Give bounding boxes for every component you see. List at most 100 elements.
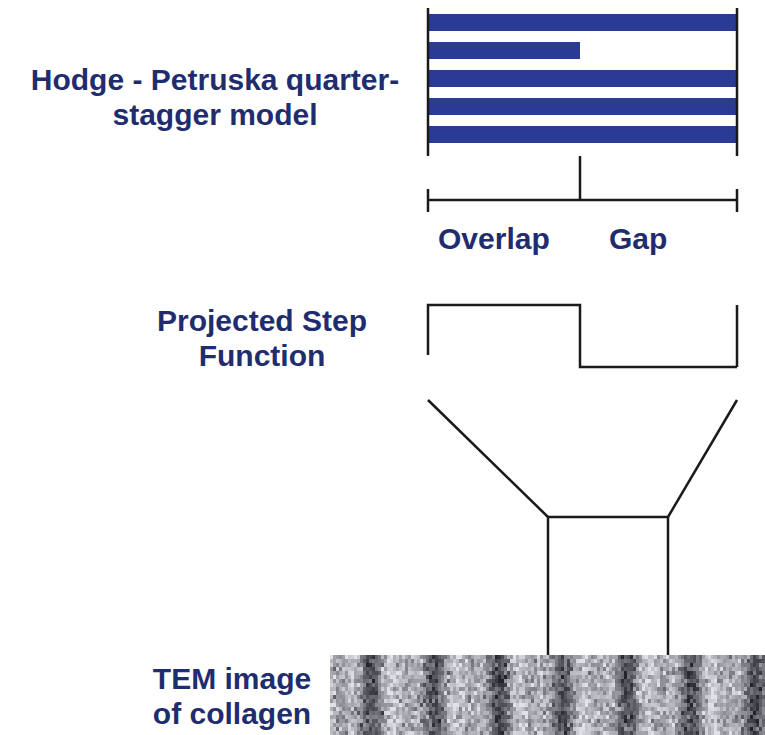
tem-pixel xyxy=(576,691,579,695)
tem-pixel xyxy=(540,719,543,723)
tem-pixel xyxy=(570,655,573,659)
tem-pixel xyxy=(594,703,597,707)
tem-pixel xyxy=(495,711,498,715)
tem-pixel xyxy=(522,719,525,723)
tem-pixel xyxy=(507,691,510,695)
tem-pixel xyxy=(360,663,363,667)
tem-pixel xyxy=(462,715,465,719)
tem-pixel xyxy=(549,699,552,703)
tem-pixel xyxy=(504,667,507,671)
tem-pixel xyxy=(612,667,615,671)
tem-pixel xyxy=(357,675,360,679)
tem-pixel xyxy=(576,711,579,715)
tem-pixel xyxy=(459,659,462,663)
tem-pixel xyxy=(354,679,357,683)
tem-pixel xyxy=(336,711,339,715)
tem-pixel xyxy=(555,695,558,699)
tem-pixel xyxy=(423,703,426,707)
tem-pixel xyxy=(528,731,531,735)
tem-pixel xyxy=(342,703,345,707)
tem-pixel xyxy=(336,683,339,687)
tem-pixel xyxy=(501,719,504,723)
tem-pixel xyxy=(480,691,483,695)
tem-pixel xyxy=(450,723,453,727)
tem-pixel xyxy=(588,727,591,731)
tem-pixel xyxy=(411,703,414,707)
tem-pixel xyxy=(486,675,489,679)
tem-pixel xyxy=(390,667,393,671)
tem-pixel xyxy=(495,683,498,687)
tem-pixel xyxy=(477,687,480,691)
tem-pixel xyxy=(468,663,471,667)
tem-pixel xyxy=(354,703,357,707)
tem-pixel xyxy=(423,731,426,735)
tem-pixel xyxy=(420,655,423,659)
tem-pixel xyxy=(621,691,624,695)
tem-pixel xyxy=(423,711,426,715)
tem-pixel xyxy=(615,703,618,707)
tem-pixel xyxy=(480,659,483,663)
tem-pixel xyxy=(576,655,579,659)
tem-pixel xyxy=(561,723,564,727)
tem-pixel xyxy=(465,699,468,703)
tem-pixel xyxy=(414,719,417,723)
tem-pixel xyxy=(516,671,519,675)
tem-pixel xyxy=(525,655,528,659)
tem-pixel xyxy=(492,727,495,731)
tem-pixel xyxy=(483,655,486,659)
tem-pixel xyxy=(519,671,522,675)
tem-pixel xyxy=(366,727,369,731)
tem-pixel xyxy=(522,679,525,683)
tem-pixel xyxy=(588,659,591,663)
tem-pixel xyxy=(477,731,480,735)
tem-pixel xyxy=(621,731,624,735)
tem-pixel xyxy=(510,679,513,683)
tem-pixel xyxy=(594,687,597,691)
tem-pixel xyxy=(543,719,546,723)
tem-pixel xyxy=(474,703,477,707)
tem-pixel xyxy=(501,731,504,735)
tem-pixel xyxy=(375,667,378,671)
tem-pixel xyxy=(450,727,453,731)
tem-pixel xyxy=(573,703,576,707)
tem-pixel xyxy=(618,683,621,687)
tem-pixel xyxy=(606,715,609,719)
tem-pixel xyxy=(384,683,387,687)
tem-pixel xyxy=(375,679,378,683)
tem-pixel xyxy=(552,683,555,687)
tem-pixel xyxy=(537,671,540,675)
tem-pixel xyxy=(507,671,510,675)
tem-pixel xyxy=(480,667,483,671)
tem-pixel xyxy=(468,683,471,687)
tem-pixel xyxy=(384,667,387,671)
tem-pixel xyxy=(330,691,333,695)
tem-pixel xyxy=(330,675,333,679)
tem-pixel xyxy=(372,671,375,675)
tem-pixel xyxy=(591,707,594,711)
tem-pixel xyxy=(513,715,516,719)
tem-pixel xyxy=(507,667,510,671)
tem-pixel xyxy=(345,727,348,731)
tem-pixel xyxy=(414,699,417,703)
tem-pixel xyxy=(474,675,477,679)
tem-pixel xyxy=(597,691,600,695)
tem-pixel xyxy=(363,707,366,711)
tem-pixel xyxy=(576,687,579,691)
tem-pixel xyxy=(414,715,417,719)
tem-pixel xyxy=(375,655,378,659)
tem-pixel xyxy=(618,719,621,723)
tem-pixel xyxy=(618,727,621,731)
tem-pixel xyxy=(516,711,519,715)
tem-pixel xyxy=(393,675,396,679)
tem-pixel xyxy=(450,659,453,663)
tem-pixel xyxy=(624,655,627,659)
tem-pixel xyxy=(510,719,513,723)
tem-pixel xyxy=(540,655,543,659)
tem-pixel xyxy=(552,655,555,659)
tem-pixel xyxy=(441,695,444,699)
tem-pixel xyxy=(519,691,522,695)
tem-pixel xyxy=(468,675,471,679)
tem-pixel xyxy=(471,731,474,735)
tem-pixel xyxy=(516,731,519,735)
tem-pixel xyxy=(459,691,462,695)
